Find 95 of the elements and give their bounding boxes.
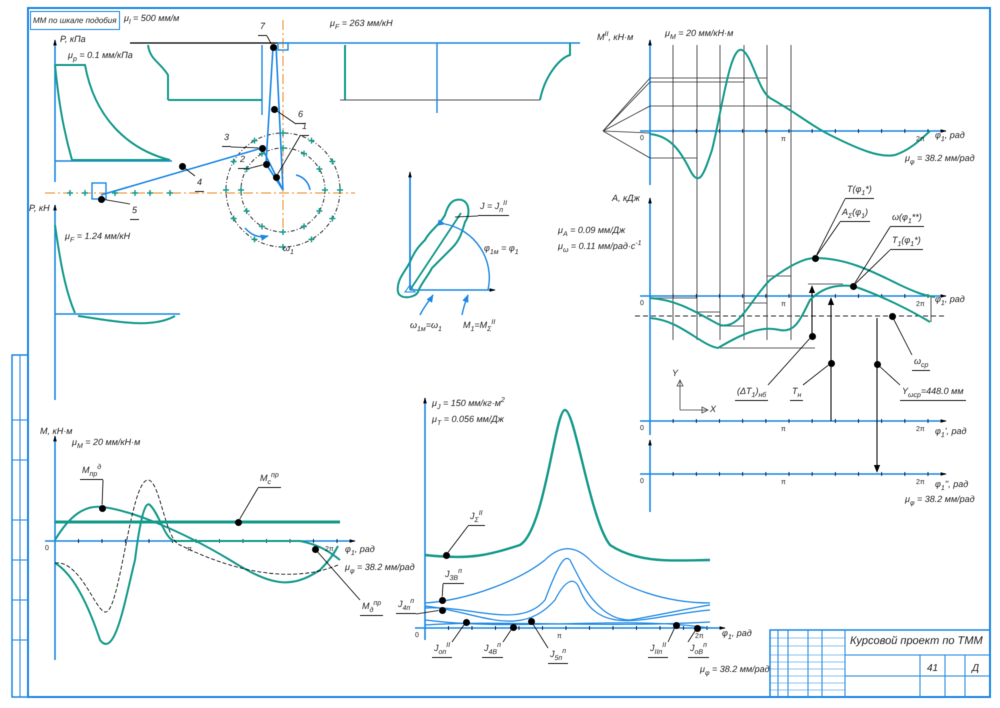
scale-label: μ$_{φ}$ = 38.2 мм/рад — [345, 562, 415, 573]
point-marker — [808, 332, 816, 340]
leader-line — [416, 610, 439, 614]
point-marker — [442, 552, 450, 558]
point-marker — [98, 196, 104, 202]
point-marker — [98, 504, 106, 512]
leader-line — [668, 628, 675, 642]
leader-line — [802, 364, 829, 386]
scale-label: μ$_{l}$ = 500 мм/м — [124, 13, 180, 24]
leader-line — [879, 366, 900, 386]
leader-line — [454, 216, 478, 218]
axis-label: X — [710, 404, 716, 415]
leader-line — [442, 584, 444, 597]
axis-label: P, кПа — [60, 34, 86, 45]
callout-number: 2 — [238, 153, 248, 169]
point-marker — [812, 254, 818, 262]
point-marker — [258, 144, 266, 152]
title-block-text: Д — [972, 663, 980, 674]
leader-line — [448, 526, 468, 553]
leader-line — [277, 136, 300, 174]
curve-label: T(φ$_{1}$*) — [845, 183, 874, 199]
point-marker — [270, 44, 276, 50]
leader-line — [768, 338, 810, 386]
scale-label: μ$_{φ}$ = 38.2 мм/рад — [700, 664, 770, 675]
curve-label: (ΔT$_{1}$)$_{нб}$ — [735, 385, 768, 401]
angle-label: φ$_{1м}$ = φ$_{1}$ — [484, 243, 519, 254]
point-marker — [438, 596, 446, 604]
leader-line — [230, 146, 259, 148]
leader-line — [893, 318, 912, 356]
leader-line — [184, 168, 196, 176]
point-marker — [438, 606, 446, 614]
point-marker — [234, 518, 242, 526]
curve-label: ω$_{ср}$ — [912, 355, 930, 371]
leader-line — [104, 199, 130, 204]
scale-label: μ$_{φ}$ = 38.2 мм/рад — [905, 494, 975, 505]
leader-line — [854, 226, 890, 284]
callout-number: 7 — [258, 20, 268, 36]
scale-label: μ$_{p}$ = 0.1 мм/кПа — [68, 50, 133, 61]
leader-line — [239, 488, 258, 520]
axis-label: M$^{II}$, кН·м — [597, 32, 634, 43]
point-marker — [828, 360, 834, 366]
leader-line — [276, 110, 296, 124]
axis-label: φ$_{1}$', рад — [935, 426, 966, 437]
leader-line — [816, 222, 840, 256]
callout-number: 3 — [222, 131, 232, 147]
callout-number: 5 — [130, 204, 140, 220]
axis-label: φ$_{1}$, рад — [935, 130, 965, 141]
axis-label: φ$_{1}$, рад — [345, 544, 375, 555]
leader-line — [246, 164, 264, 170]
axis-label: φ$_{1}$, рад — [722, 628, 752, 639]
callout-number: 6 — [296, 108, 306, 124]
curve-label: ω(φ$_{1}$**) — [890, 211, 924, 227]
leader-line — [688, 630, 696, 642]
axis-label: P, кН — [29, 203, 50, 214]
point-marker — [270, 106, 278, 112]
leader-line — [452, 624, 464, 642]
axis-label: Y — [672, 368, 678, 379]
scale-label: μ$_{J}$ = 150 мм/кг·м$^{2}$ — [432, 398, 505, 409]
point-marker — [694, 624, 700, 632]
curve-label: T$_{1}$(φ$_{1}$*) — [890, 234, 923, 250]
scale-label: μ$_{M}$ = 20 мм/кН·м — [665, 28, 734, 39]
axis-label: φ$_{1}$, рад — [935, 294, 965, 305]
point-marker — [312, 546, 318, 552]
point-marker — [178, 162, 186, 170]
curve-label: A$_{Σ}$(φ$_{1}$) — [840, 206, 870, 222]
title-block-text: Курсовой проект по ТММ — [850, 636, 983, 647]
curve-label: Y$_{ωср}$=448.0 мм — [900, 385, 966, 401]
leader-line — [855, 250, 890, 284]
leader-line — [102, 480, 104, 505]
angular-velocity-label: ω$_{1м}$=ω$_{1}$ — [410, 320, 442, 331]
leader-line — [266, 36, 272, 44]
leader-line — [316, 551, 360, 600]
axis-label: φ$_{1}$'', рад — [935, 479, 968, 490]
scale-label: μ$_{M}$ = 20 мм/кН·м — [72, 437, 140, 448]
point-marker — [888, 312, 896, 320]
point-marker — [262, 160, 270, 168]
leader-line — [502, 630, 512, 642]
scale-label: μ$_{ω}$ = 0.11 мм/рад·с$^{-1}$ — [558, 241, 642, 252]
point-marker — [850, 282, 856, 290]
callout-number: 4 — [195, 176, 204, 192]
axis-label: A, кДж — [612, 193, 640, 204]
scale-label: μ$_{T}$ = 0.056 мм/Дж — [432, 414, 504, 425]
point-marker — [672, 622, 680, 628]
axis-label: M, кН·м — [40, 426, 72, 437]
scale-label: μ$_{F}$ = 263 мм/кН — [330, 18, 393, 29]
curve-label: T$_{н}$ — [790, 385, 804, 401]
scale-label: μ$_{F}$ = 1.24 мм/кН — [65, 231, 130, 242]
point-marker — [462, 618, 470, 626]
title-block-text: 41 — [927, 663, 938, 674]
drawing-title: ММ по шкале подобия — [30, 11, 120, 30]
scale-label: μ$_{A}$ = 0.09 мм/Дж — [558, 225, 626, 236]
scale-label: μ$_{φ}$ = 38.2 мм/рад — [905, 153, 975, 164]
leader-line — [532, 624, 548, 648]
point-marker — [874, 360, 880, 368]
leader-line — [816, 198, 846, 256]
